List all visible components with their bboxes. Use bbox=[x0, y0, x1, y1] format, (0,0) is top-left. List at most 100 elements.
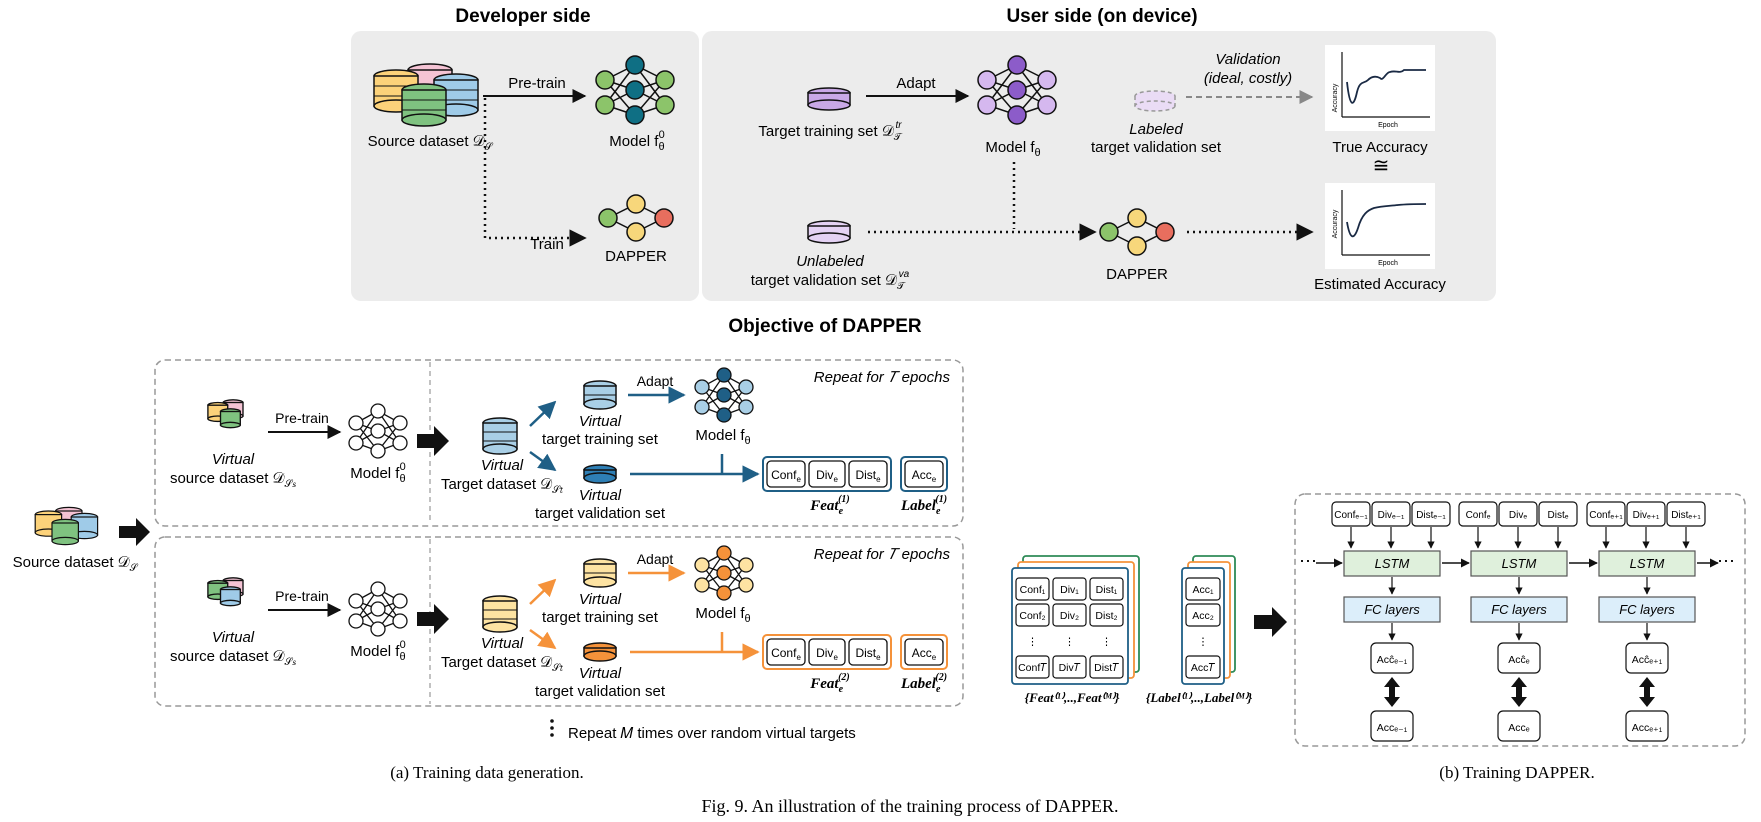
row1-virtual-validation-db-icon bbox=[583, 464, 617, 484]
svg-text:Conf₂: Conf₂ bbox=[1019, 610, 1045, 622]
row1-label-group bbox=[900, 456, 948, 492]
row1-model-f-icon bbox=[694, 367, 754, 423]
row1-label-label: Labele(1) bbox=[900, 494, 947, 517]
row1-split-up-arrow bbox=[529, 400, 557, 427]
svg-text:LSTM: LSTM bbox=[1630, 556, 1665, 571]
svg-text:Confₑ: Confₑ bbox=[1466, 510, 1491, 521]
model-f0-label: Model fθ0 bbox=[609, 129, 664, 153]
svg-text:Dist𝑇: Dist𝑇 bbox=[1094, 662, 1119, 674]
developer-side-title: Developer side bbox=[455, 6, 590, 27]
svg-text:⋮: ⋮ bbox=[1064, 636, 1075, 648]
estimated-accuracy-curve bbox=[1346, 203, 1427, 238]
train-label: Train bbox=[530, 236, 564, 253]
unlabeled-validation-db-icon bbox=[807, 220, 851, 244]
fc-layers-box: FC layers bbox=[1598, 596, 1696, 623]
dapper-icon-user bbox=[1099, 208, 1175, 256]
svg-text:Divₑ₋₁: Divₑ₋₁ bbox=[1378, 510, 1405, 521]
svg-text:Accuracy: Accuracy bbox=[1332, 83, 1339, 112]
lstm-box: LSTM bbox=[1598, 550, 1696, 577]
svg-text:Conf₁: Conf₁ bbox=[1020, 584, 1046, 596]
input-feature-box: Distₑ₊₁ bbox=[1666, 501, 1706, 549]
row2-dashed-box bbox=[154, 536, 964, 707]
row1-virtual-source-icon bbox=[207, 399, 244, 429]
row1-block-arrow bbox=[417, 426, 449, 456]
row2-div-box: Dive bbox=[808, 638, 846, 666]
svg-text:Div₂: Div₂ bbox=[1060, 610, 1079, 622]
feat-cell: ⋮ bbox=[1027, 636, 1038, 648]
row2-virtual-target-label: Target dataset 𝒟𝒮𝑡 bbox=[441, 654, 564, 674]
row2-virtual-label: Virtual bbox=[212, 629, 255, 646]
row2-model-f0-label: Model fθ0 bbox=[350, 639, 405, 663]
feat-cell: ⋮ bbox=[1101, 636, 1112, 648]
svg-text:Acc₂: Acc₂ bbox=[1192, 610, 1214, 622]
loss-double-arrow bbox=[1511, 677, 1527, 707]
row1-pretrain-label: Pre-train bbox=[275, 410, 329, 426]
true-accuracy-plot: Accuracy Epoch bbox=[1325, 45, 1435, 131]
lstm-box: LSTM bbox=[1343, 550, 1441, 577]
input-feature-box: Confₑ bbox=[1458, 501, 1498, 549]
svg-text:Dist₁: Dist₁ bbox=[1096, 584, 1118, 596]
svg-text:Distₑ₋₁: Distₑ₋₁ bbox=[1416, 510, 1446, 521]
input-feature-box: Divₑ bbox=[1498, 501, 1538, 549]
svg-text:Acĉₑ₊₁: Acĉₑ₊₁ bbox=[1632, 654, 1663, 666]
true-accuracy-curve bbox=[1346, 69, 1426, 104]
svg-text:Acce: Acce bbox=[912, 468, 937, 484]
svg-text:Confe: Confe bbox=[771, 468, 801, 484]
input-feature-box: Confₑ₊₁ bbox=[1586, 501, 1626, 549]
input-feature-box: Divₑ₊₁ bbox=[1626, 501, 1666, 549]
svg-text:FC layers: FC layers bbox=[1364, 602, 1420, 617]
estimated-acc-box: Acĉₑ bbox=[1497, 642, 1541, 674]
acc-cell: ⋮ bbox=[1198, 636, 1209, 648]
row1-split-down-arrow bbox=[529, 450, 557, 472]
source-dataset-label: Source dataset 𝒟𝒮 bbox=[368, 133, 494, 153]
row1-feat-label: Feate(1) bbox=[809, 494, 849, 517]
labeled-target-validation-label: target validation set bbox=[1091, 139, 1222, 156]
svg-text:Div𝑇: Div𝑇 bbox=[1059, 662, 1081, 674]
svg-text:Confₑ₊₁: Confₑ₊₁ bbox=[1589, 510, 1623, 521]
svg-text:Conf𝑇: Conf𝑇 bbox=[1018, 662, 1047, 674]
loss-double-arrow bbox=[1384, 677, 1400, 707]
row2-virtual-validation-db-icon bbox=[583, 642, 617, 662]
label-set-label: {Label⁽¹⁾,..,Label⁽ᴹ⁾} bbox=[1146, 690, 1253, 705]
true-acc-box: Accₑ bbox=[1497, 710, 1541, 742]
svg-text:LSTM: LSTM bbox=[1375, 556, 1410, 571]
svg-text:Dist₂: Dist₂ bbox=[1095, 610, 1117, 622]
feat-cell: Div𝑇 bbox=[1052, 655, 1087, 679]
row2-block-arrow bbox=[417, 604, 449, 634]
row2-feat-group bbox=[762, 634, 892, 670]
validation-sub-label: (ideal, costly) bbox=[1204, 70, 1292, 87]
caption-a: (a) Training data generation. bbox=[390, 763, 584, 782]
row1-virtual-target-label: Target dataset 𝒟𝒮𝑡 bbox=[441, 476, 564, 496]
row2-feat-label: Feate(2) bbox=[809, 672, 849, 695]
input-feature-box: Divₑ₋₁ bbox=[1371, 501, 1411, 549]
row1-virtual-target-db-icon bbox=[482, 417, 518, 455]
svg-text:LSTM: LSTM bbox=[1502, 556, 1537, 571]
row1-model-f0-label: Model fθ0 bbox=[350, 461, 405, 485]
svg-text:Diste: Diste bbox=[855, 468, 881, 484]
unlabeled-label: Unlabeled bbox=[796, 253, 864, 270]
row2-adapt-label: Adapt bbox=[637, 551, 674, 567]
row2-conf-box: Confe bbox=[766, 638, 806, 666]
true-accuracy-label: True Accuracy bbox=[1332, 139, 1428, 156]
svg-text:Accₑ: Accₑ bbox=[1508, 722, 1530, 734]
row2-pretrain-label: Pre-train bbox=[275, 588, 329, 604]
row1-virtual-label: Virtual bbox=[212, 451, 255, 468]
acc-cell: Acc₁ bbox=[1185, 577, 1221, 601]
acc-cell: Acc₂ bbox=[1185, 603, 1221, 627]
row1-dist-box: Diste bbox=[848, 460, 888, 488]
row1-virtual-training-db-icon bbox=[583, 380, 617, 410]
train-dotted-arrow bbox=[483, 98, 587, 247]
source-dataset-icon bbox=[373, 63, 479, 127]
svg-text:Confe: Confe bbox=[771, 646, 801, 662]
row2-virtual-source-icon bbox=[207, 577, 244, 607]
feat-cell: Conf₂ bbox=[1015, 603, 1050, 627]
estimated-accuracy-label: Estimated Accuracy bbox=[1314, 276, 1446, 293]
right-ellipsis: ⋯ bbox=[1717, 551, 1735, 571]
row1-virtual-target-virtual: Virtual bbox=[481, 457, 524, 474]
svg-text:Dive: Dive bbox=[816, 468, 838, 484]
row2-virtual-source-label: source dataset 𝒟𝒮𝑠 bbox=[170, 648, 296, 668]
true-acc-box: Accₑ₊₁ bbox=[1625, 710, 1669, 742]
